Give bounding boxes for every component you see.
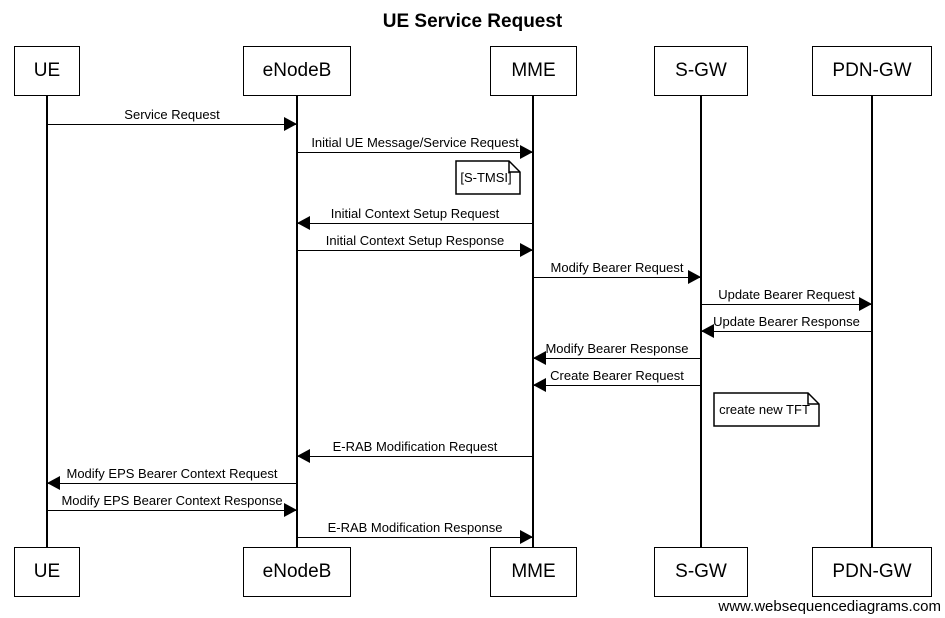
message-label: E-RAB Modification Request — [332, 439, 498, 454]
message-line — [47, 483, 297, 484]
message-erab-modification-response: E-RAB Modification Response — [297, 520, 533, 544]
arrowhead-left-icon — [297, 216, 310, 230]
actor-top-ue: UE — [14, 46, 80, 96]
actor-bottom-enodeb: eNodeB — [243, 547, 351, 597]
note-s-tmsi: [S-TMSI] — [455, 160, 521, 195]
arrowhead-right-icon — [284, 503, 297, 517]
arrowhead-right-icon — [520, 243, 533, 257]
message-label: Modify Bearer Request — [550, 260, 684, 275]
message-modify-bearer-response: Modify Bearer Response — [533, 341, 701, 365]
note-shape-icon — [713, 392, 820, 427]
actor-bottom-ue: UE — [14, 547, 80, 597]
arrowhead-right-icon — [688, 270, 701, 284]
message-label: Initial Context Setup Response — [325, 233, 505, 248]
message-line — [701, 304, 872, 305]
message-label: Initial Context Setup Request — [330, 206, 500, 221]
message-line — [47, 124, 297, 125]
message-label: Modify EPS Bearer Context Request — [66, 466, 278, 481]
lifeline-pdngw — [871, 96, 873, 547]
message-line — [701, 331, 872, 332]
note-shape-icon — [455, 160, 521, 195]
message-modify-eps-bearer-context-response: Modify EPS Bearer Context Response — [47, 493, 297, 517]
message-create-bearer-request: Create Bearer Request — [533, 368, 701, 392]
actor-top-sgw: S-GW — [654, 46, 748, 96]
message-line — [297, 250, 533, 251]
message-initial-ue-message: Initial UE Message/Service Request — [297, 135, 533, 159]
message-line — [297, 223, 533, 224]
message-service-request: Service Request — [47, 107, 297, 131]
message-line — [297, 152, 533, 153]
message-label: Update Bearer Response — [713, 314, 860, 329]
arrowhead-right-icon — [859, 297, 872, 311]
message-line — [533, 358, 701, 359]
arrowhead-right-icon — [284, 117, 297, 131]
message-label: Modify Bearer Response — [545, 341, 689, 356]
actor-top-pdngw: PDN-GW — [812, 46, 932, 96]
arrowhead-left-icon — [533, 351, 546, 365]
lifeline-mme — [532, 96, 534, 547]
lifeline-enodeb — [296, 96, 298, 547]
message-modify-eps-bearer-context-request: Modify EPS Bearer Context Request — [47, 466, 297, 490]
arrowhead-left-icon — [533, 378, 546, 392]
arrowhead-right-icon — [520, 530, 533, 544]
message-line — [297, 456, 533, 457]
arrowhead-left-icon — [701, 324, 714, 338]
message-label: Service Request — [124, 107, 220, 122]
message-line — [533, 385, 701, 386]
message-initial-context-setup-request: Initial Context Setup Request — [297, 206, 533, 230]
note-create-new-tft: create new TFT — [713, 392, 820, 427]
message-label: Update Bearer Request — [718, 287, 855, 302]
actor-top-mme: MME — [490, 46, 577, 96]
arrowhead-right-icon — [520, 145, 533, 159]
message-initial-context-setup-response: Initial Context Setup Response — [297, 233, 533, 257]
message-label: E-RAB Modification Response — [327, 520, 503, 535]
actor-bottom-mme: MME — [490, 547, 577, 597]
lifeline-sgw — [700, 96, 702, 547]
message-label: Initial UE Message/Service Request — [311, 135, 519, 150]
message-modify-bearer-request: Modify Bearer Request — [533, 260, 701, 284]
message-label: Create Bearer Request — [550, 368, 684, 383]
message-label: Modify EPS Bearer Context Response — [61, 493, 283, 508]
diagram-title: UE Service Request — [382, 11, 563, 32]
message-erab-modification-request: E-RAB Modification Request — [297, 439, 533, 463]
arrowhead-left-icon — [297, 449, 310, 463]
message-update-bearer-response: Update Bearer Response — [701, 314, 872, 338]
note-label: [S-TMSI] — [460, 170, 512, 185]
actor-bottom-pdngw: PDN-GW — [812, 547, 932, 597]
arrowhead-left-icon — [47, 476, 60, 490]
note-label: create new TFT — [719, 402, 810, 417]
actor-top-enodeb: eNodeB — [243, 46, 351, 96]
message-line — [297, 537, 533, 538]
message-update-bearer-request: Update Bearer Request — [701, 287, 872, 311]
message-line — [47, 510, 297, 511]
message-line — [533, 277, 701, 278]
watermark: www.websequencediagrams.com — [718, 598, 941, 615]
actor-bottom-sgw: S-GW — [654, 547, 748, 597]
lifeline-ue — [46, 96, 48, 547]
